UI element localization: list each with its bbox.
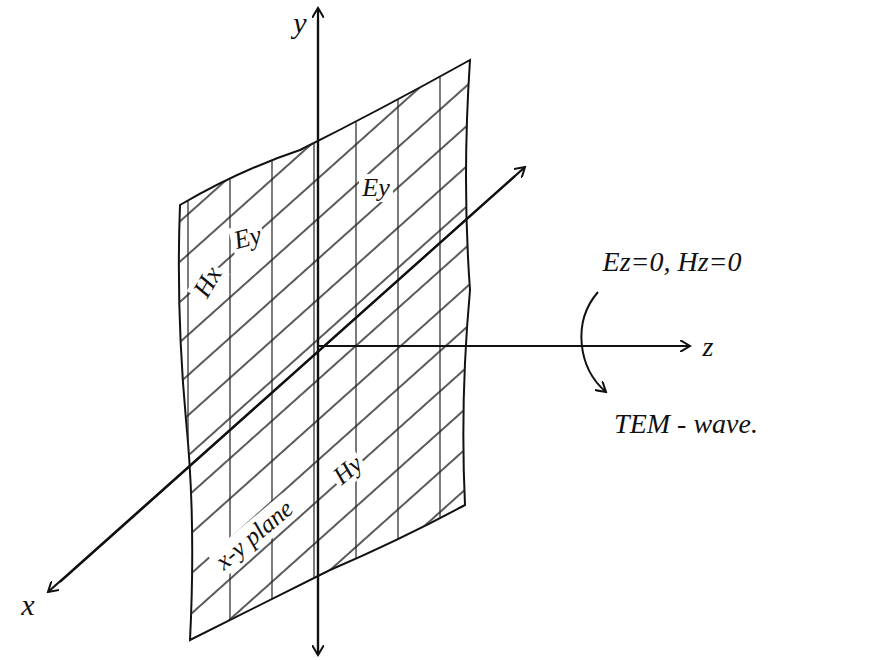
wave-type-label: TEM - wave. (611, 409, 761, 440)
z-axis (318, 345, 690, 347)
axis-label: x (18, 588, 37, 621)
field-label: Ey (359, 174, 392, 203)
xy-plane (179, 60, 470, 640)
axis-label: y (290, 6, 309, 39)
y-axis-neg (317, 20, 319, 655)
plane-field-lines (179, 60, 470, 640)
x-axis (48, 176, 515, 592)
curved-arrow (581, 292, 606, 392)
plane-hatching (179, 60, 470, 640)
condition-note: Ez=0, Hz=0 (600, 247, 745, 278)
axis-label: z (700, 332, 717, 363)
